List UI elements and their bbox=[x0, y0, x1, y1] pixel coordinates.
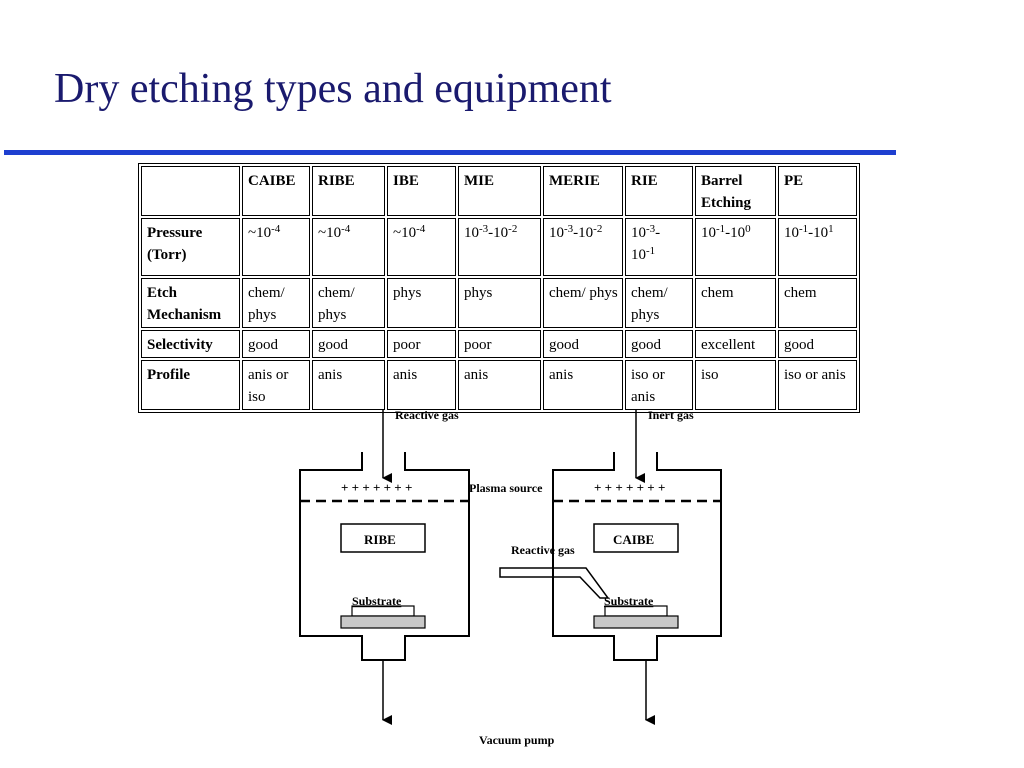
row-label-selectivity: Selectivity bbox=[141, 330, 240, 358]
pressure-cell: ~10-4 bbox=[312, 218, 385, 276]
header-cell-pe: PE bbox=[778, 166, 857, 216]
header-cell-merie: MERIE bbox=[543, 166, 623, 216]
plus-signs-right: + + + + + + + bbox=[594, 480, 665, 495]
table-row-etch-mechanism: Etch Mechanism chem/ phys chem/ phys phy… bbox=[141, 278, 857, 328]
header-cell-mie: MIE bbox=[458, 166, 541, 216]
profile-cell: iso bbox=[695, 360, 776, 410]
profile-cell: anis or iso bbox=[242, 360, 310, 410]
mechanism-cell: chem/ phys bbox=[312, 278, 385, 328]
pressure-cell: 10-3-10-1 bbox=[625, 218, 693, 276]
selectivity-cell: good bbox=[543, 330, 623, 358]
slide-title: Dry etching types and equipment bbox=[54, 66, 612, 112]
selectivity-cell: poor bbox=[387, 330, 456, 358]
reactive-gas-side-label: Reactive gas bbox=[511, 543, 575, 557]
mechanism-cell: chem bbox=[778, 278, 857, 328]
caibe-chamber bbox=[552, 452, 722, 661]
row-label-profile: Profile bbox=[141, 360, 240, 410]
selectivity-cell: excellent bbox=[695, 330, 776, 358]
substrate-left-plate bbox=[351, 605, 415, 617]
substrate-right-label: Substrate bbox=[604, 594, 654, 608]
row-label-pressure: Pressure (Torr) bbox=[141, 218, 240, 276]
table-header-row: CAIBE RIBE IBE MIE MERIE RIE Barrel Etch… bbox=[141, 166, 857, 216]
header-cell-caibe: CAIBE bbox=[242, 166, 310, 216]
ribe-chamber bbox=[299, 452, 470, 661]
vacuum-pump-label: Vacuum pump bbox=[479, 733, 555, 747]
profile-cell: anis bbox=[387, 360, 456, 410]
table-row-profile: Profile anis or iso anis anis anis anis … bbox=[141, 360, 857, 410]
profile-cell: anis bbox=[543, 360, 623, 410]
mechanism-cell: chem/ phys bbox=[543, 278, 623, 328]
header-cell-empty bbox=[141, 166, 240, 216]
profile-cell: iso or anis bbox=[778, 360, 857, 410]
table-row-selectivity: Selectivity good good poor poor good goo… bbox=[141, 330, 857, 358]
ribe-label-box bbox=[340, 523, 426, 553]
header-cell-barrel-etching: Barrel Etching bbox=[695, 166, 776, 216]
table-row-pressure: Pressure (Torr) ~10-4 ~10-4 ~10-4 10-3-1… bbox=[141, 218, 857, 276]
selectivity-cell: good bbox=[242, 330, 310, 358]
pressure-cell: 10-1-100 bbox=[695, 218, 776, 276]
substrate-left-label: Substrate bbox=[352, 594, 402, 608]
substrate-right-plate bbox=[604, 605, 668, 617]
ribe-label: RIBE bbox=[364, 532, 396, 547]
profile-cell: anis bbox=[312, 360, 385, 410]
selectivity-cell: good bbox=[312, 330, 385, 358]
pressure-cell: ~10-4 bbox=[387, 218, 456, 276]
pressure-cell: 10-3-10-2 bbox=[458, 218, 541, 276]
mechanism-cell: phys bbox=[387, 278, 456, 328]
etching-comparison-table: CAIBE RIBE IBE MIE MERIE RIE Barrel Etch… bbox=[138, 163, 860, 413]
caibe-label-box bbox=[593, 523, 679, 553]
profile-cell: iso or anis bbox=[625, 360, 693, 410]
substrate-right-holder bbox=[593, 615, 679, 629]
selectivity-cell: poor bbox=[458, 330, 541, 358]
selectivity-cell: good bbox=[778, 330, 857, 358]
pressure-cell: 10-1-101 bbox=[778, 218, 857, 276]
title-divider bbox=[4, 150, 896, 155]
mechanism-cell: phys bbox=[458, 278, 541, 328]
plasma-source-label: Plasma source bbox=[469, 481, 543, 495]
profile-cell: anis bbox=[458, 360, 541, 410]
mechanism-cell: chem/ phys bbox=[625, 278, 693, 328]
pressure-cell: ~10-4 bbox=[242, 218, 310, 276]
header-cell-rie: RIE bbox=[625, 166, 693, 216]
pressure-cell: 10-3-10-2 bbox=[543, 218, 623, 276]
caibe-label: CAIBE bbox=[613, 532, 654, 547]
selectivity-cell: good bbox=[625, 330, 693, 358]
plus-signs-left: + + + + + + + bbox=[341, 480, 412, 495]
mechanism-cell: chem bbox=[695, 278, 776, 328]
reactive-gas-nozzle bbox=[499, 567, 610, 599]
header-cell-ibe: IBE bbox=[387, 166, 456, 216]
header-cell-ribe: RIBE bbox=[312, 166, 385, 216]
mechanism-cell: chem/ phys bbox=[242, 278, 310, 328]
substrate-left-holder bbox=[340, 615, 426, 629]
row-label-etch-mechanism: Etch Mechanism bbox=[141, 278, 240, 328]
